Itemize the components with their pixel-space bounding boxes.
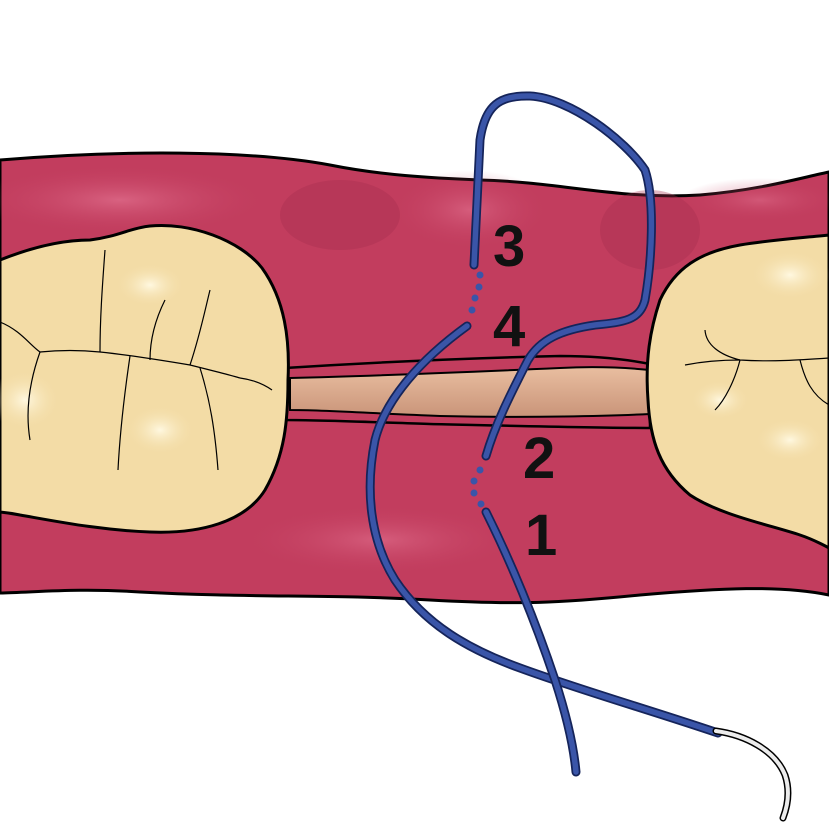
curved-suture-needle-icon bbox=[712, 727, 792, 822]
point-label-4: 4 bbox=[493, 294, 525, 359]
point-label-2: 2 bbox=[523, 426, 555, 491]
right-tooth bbox=[645, 233, 829, 550]
point-label-3: 3 bbox=[493, 214, 525, 279]
point-label-1: 1 bbox=[525, 503, 557, 568]
left-tooth bbox=[0, 223, 290, 534]
incision-line bbox=[283, 354, 652, 430]
suture-thread bbox=[365, 91, 723, 777]
